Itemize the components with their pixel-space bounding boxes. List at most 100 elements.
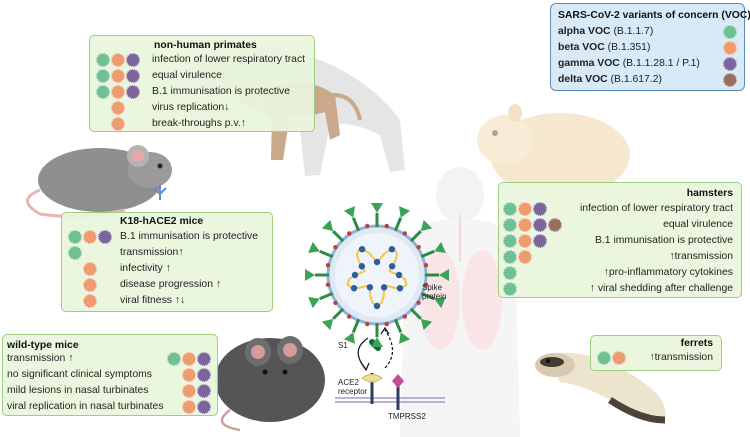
finding-text: equal virulence bbox=[663, 219, 733, 230]
spike-protein-icon bbox=[305, 269, 315, 281]
voc-legend-title: SARS-CoV-2 variants of concern (VOC) bbox=[558, 10, 750, 21]
nucleocapsid-icon bbox=[358, 263, 366, 270]
beta-variant-icon bbox=[182, 400, 196, 414]
finding-text: viral fitness ↑↓ bbox=[120, 295, 186, 306]
gamma-variant-icon bbox=[98, 230, 112, 244]
beta-variant-icon bbox=[182, 368, 196, 382]
envelope-protein-icon bbox=[325, 282, 331, 287]
virion-core bbox=[335, 233, 419, 317]
finding-text: viral replication in nasal turbinates bbox=[7, 401, 164, 412]
gamma-variant-icon bbox=[126, 69, 140, 83]
alpha-variant-icon bbox=[96, 69, 110, 83]
spike-protein-icon bbox=[308, 241, 320, 253]
beta-variant-icon bbox=[612, 351, 626, 365]
wild-type-mice-title: wild-type mice bbox=[7, 340, 79, 351]
envelope-protein-icon bbox=[423, 282, 429, 287]
spike-stalk bbox=[409, 307, 422, 320]
ace2-receptor-label: ACE2 receptor bbox=[338, 378, 368, 396]
voc-lineage: (B.1.351) bbox=[607, 42, 651, 53]
finding-text: infection of lower respiratory tract bbox=[152, 54, 306, 65]
voc-legend-text: gamma VOC (B.1.1.28.1 / P.1) bbox=[558, 56, 700, 72]
hamsters-finding-row: ↑pro-inflammatory cytokines bbox=[499, 265, 741, 281]
envelope-protein-icon bbox=[333, 245, 338, 250]
finding-text: B.1 immunisation is protective bbox=[120, 231, 259, 242]
voc-legend-row-delta: delta VOC (B.1.617.2) bbox=[551, 72, 744, 88]
voc-lineage: (B.1.1.7) bbox=[613, 26, 654, 37]
hamsters-title: hamsters bbox=[686, 188, 733, 199]
finding-text: virus replication↓ bbox=[152, 102, 230, 113]
envelope-protein-icon bbox=[333, 300, 338, 305]
spike-protein-icon bbox=[343, 206, 355, 218]
wild-type-mice-panel: wild-type mice transmission ↑no signific… bbox=[2, 334, 218, 416]
delta-variant-icon bbox=[723, 73, 737, 87]
primates-finding-row: infection of lower respiratory tract bbox=[90, 52, 314, 68]
hamsters-finding-row: ↑ viral shedding after challenge bbox=[499, 281, 741, 297]
primates-finding-row: break-throughs p.v.↑ bbox=[90, 116, 314, 132]
alpha-variant-icon bbox=[68, 246, 82, 260]
hamster-icon bbox=[477, 104, 630, 197]
finding-text: ↑pro-inflammatory cytokines bbox=[603, 267, 733, 278]
beta-variant-icon bbox=[83, 278, 97, 292]
voc-legend-text: beta VOC (B.1.351) bbox=[558, 40, 650, 56]
alpha-variant-icon bbox=[503, 282, 517, 296]
k18-finding-row: viral fitness ↑↓ bbox=[62, 293, 272, 309]
primates-finding-row: equal virulence bbox=[90, 68, 314, 84]
gamma-variant-icon bbox=[533, 218, 547, 232]
spike-stalk bbox=[351, 318, 361, 333]
beta-variant-icon bbox=[518, 202, 532, 216]
spike-protein-icon bbox=[371, 203, 383, 213]
spike-stalk bbox=[393, 318, 403, 333]
nucleocapsid-icon bbox=[350, 285, 358, 292]
spike-stalk bbox=[420, 291, 435, 301]
tmprss2-label: TMPRSS2 bbox=[388, 412, 426, 421]
gamma-variant-icon bbox=[126, 53, 140, 67]
envelope-protein-icon bbox=[365, 321, 370, 327]
primates-finding-row: B.1 immunisation is protective bbox=[90, 84, 314, 100]
voc-legend-row-alpha: alpha VOC (B.1.1.7) bbox=[551, 24, 744, 40]
alpha-variant-icon bbox=[167, 352, 181, 366]
alpha-variant-icon bbox=[503, 234, 517, 248]
gamma-variant-icon bbox=[197, 400, 211, 414]
spike-protein-icon bbox=[343, 332, 355, 344]
finding-text: disease progression ↑ bbox=[120, 279, 222, 290]
spike-stalk bbox=[393, 217, 403, 232]
beta-variant-icon bbox=[83, 294, 97, 308]
beta-variant-icon bbox=[518, 250, 532, 264]
nucleocapsid-icon bbox=[380, 284, 388, 291]
nucleocapsid-icon bbox=[373, 302, 381, 310]
nucleocapsid-icon bbox=[388, 245, 396, 253]
beta-variant-icon bbox=[182, 384, 196, 398]
envelope-protein-icon bbox=[325, 263, 331, 268]
beta-variant-icon bbox=[518, 218, 532, 232]
envelope-protein-icon bbox=[347, 231, 352, 236]
gamma-variant-icon bbox=[723, 57, 737, 71]
voc-lineage: (B.1.1.28.1 / P.1) bbox=[622, 58, 700, 69]
spike-stalk bbox=[332, 307, 345, 320]
nucleocapsid-icon bbox=[396, 285, 404, 292]
voc-legend-row-beta: beta VOC (B.1.351) bbox=[551, 40, 744, 56]
envelope-protein-icon bbox=[384, 223, 389, 229]
spike-protein-icon bbox=[420, 219, 433, 232]
k18-finding-row: transmission↑ bbox=[62, 245, 272, 261]
envelope-protein-icon bbox=[402, 231, 407, 236]
finding-text: ↑transmission bbox=[649, 352, 713, 363]
finding-text: B.1 immunisation is protective bbox=[152, 86, 291, 97]
gamma-variant-icon bbox=[197, 384, 211, 398]
spike-protein-icon bbox=[434, 241, 446, 253]
ferret-icon bbox=[535, 352, 666, 424]
wildtype-finding-row: mild lesions in nasal turbinates bbox=[3, 383, 217, 399]
spike-protein-icon bbox=[321, 318, 334, 331]
spike-protein-icon bbox=[399, 206, 411, 218]
voc-name: gamma VOC bbox=[558, 58, 620, 69]
beta-variant-icon bbox=[83, 262, 97, 276]
s1-cleavage-arrow-icon bbox=[357, 326, 394, 372]
hamsters-panel: hamsters infection of lower respiratory … bbox=[498, 182, 742, 298]
finding-text: equal virulence bbox=[152, 70, 222, 81]
envelope-protein-icon bbox=[347, 314, 352, 319]
gamma-variant-icon bbox=[197, 352, 211, 366]
k18-hace2-mice-panel: K18-hACE2 mice B.1 immunisation is prote… bbox=[61, 212, 273, 312]
non-human-primates-title: non-human primates bbox=[154, 40, 257, 51]
spike-stalk bbox=[409, 230, 422, 243]
envelope-protein-icon bbox=[416, 245, 421, 250]
